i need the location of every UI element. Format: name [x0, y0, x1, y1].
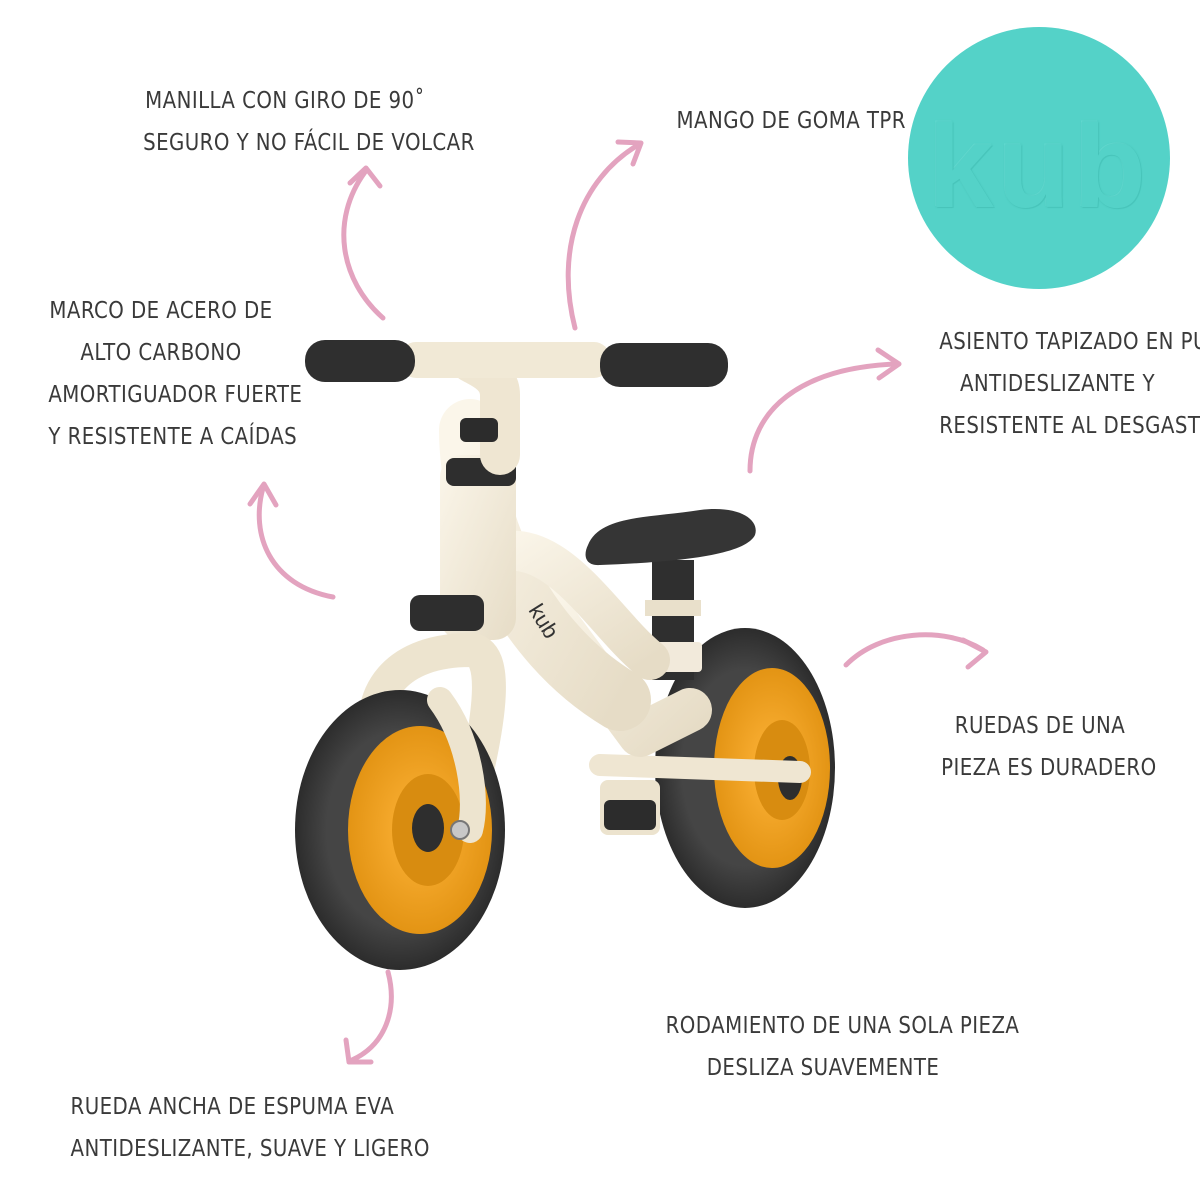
handlebar: [305, 340, 728, 475]
seat: [585, 509, 756, 680]
arrow-eva-wheel: [343, 969, 394, 1065]
feature-text-line: MANILLA CON GIRO DE 90˚: [145, 88, 425, 114]
feature-text-line: RESISTENTE AL DESGASTE: [939, 413, 1200, 439]
label-handlebar-rotation: MANILLA CON GIRO DE 90˚ SEGURO Y NO FÁCI…: [143, 80, 475, 164]
brand-logo-text: kub: [928, 101, 1150, 233]
front-wheel: [295, 687, 505, 970]
head-tube: [410, 455, 516, 640]
label-bearing: RODAMIENTO DE UNA SOLA PIEZA DESLIZA SUA…: [665, 1005, 1020, 1089]
feature-text-line: DESLIZA SUAVEMENTE: [706, 1055, 940, 1081]
feature-text-line: ALTO CARBONO: [80, 340, 242, 366]
label-rubber-grip: MANGO DE GOMA TPR: [676, 100, 906, 142]
brand-logo-badge: kub: [908, 27, 1170, 289]
feature-text-line: MARCO DE ACERO DE: [49, 298, 273, 324]
feature-text-line: RUEDAS DE UNA: [954, 713, 1126, 739]
arrow-wheels: [843, 632, 989, 670]
label-one-piece-wheels: RUEDAS DE UNA PIEZA ES DURADERO: [941, 705, 1157, 789]
label-steel-frame: MARCO DE ACERO DE ALTO CARBONO AMORTIGUA…: [48, 290, 303, 458]
feature-text-line: ANTIDESLIZANTE Y: [959, 371, 1156, 397]
feature-text-line: ASIENTO TAPIZADO EN PU: [939, 329, 1200, 355]
label-eva-wheel: RUEDA ANCHA DE ESPUMA EVA ANTIDESLIZANTE…: [70, 1086, 430, 1170]
feature-text-line: PIEZA ES DURADERO: [941, 755, 1157, 781]
feature-text-line: MANGO DE GOMA TPR: [676, 108, 906, 134]
arrow-seat: [747, 347, 902, 474]
feature-text-line: ANTIDESLIZANTE, SUAVE Y LIGERO: [70, 1136, 430, 1162]
arrow-grip: [565, 139, 644, 331]
feature-text-line: Y RESISTENTE A CAÍDAS: [48, 424, 298, 450]
arrow-handlebar: [341, 165, 386, 321]
feature-text-line: RUEDA ANCHA DE ESPUMA EVA: [70, 1094, 395, 1120]
feature-text-line: AMORTIGUADOR FUERTE: [48, 382, 303, 408]
label-pu-seat: ASIENTO TAPIZADO EN PU ANTIDESLIZANTE Y …: [939, 321, 1200, 447]
feature-text-line: RODAMIENTO DE UNA SOLA PIEZA: [665, 1013, 1020, 1039]
arrow-frame: [247, 481, 336, 600]
feature-text-line: SEGURO Y NO FÁCIL DE VOLCAR: [143, 130, 475, 156]
annotation-arrows: [247, 139, 989, 1065]
